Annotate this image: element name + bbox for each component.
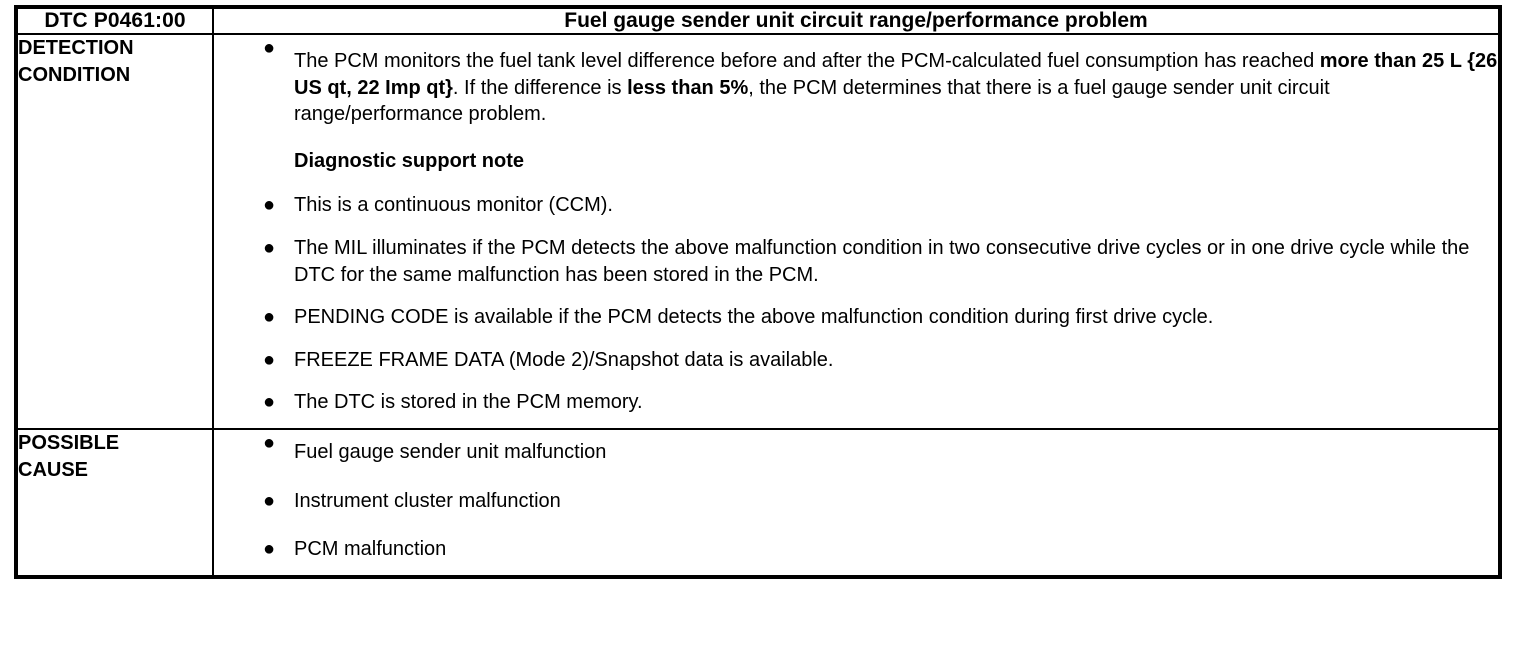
cell-spacer — [214, 563, 1498, 575]
bullet-icon: ● — [263, 538, 276, 561]
bullet-icon: ● — [263, 348, 276, 371]
bullet-item: ● PCM malfunction — [214, 536, 1498, 563]
bullet-text: This is a continuous monitor (CCM). — [294, 192, 1498, 219]
possible-cause-content: ● Fuel gauge sender unit malfunction ● Inst… — [212, 427, 1501, 578]
bullet-text: Fuel gauge sender unit malfunction — [294, 439, 1498, 466]
bullet-icon: ● — [263, 236, 276, 259]
plain-text: Fuel gauge sender unit malfunction — [294, 440, 607, 463]
detection-condition-block-list: ● The PCM monitors the fuel tank level di… — [214, 35, 1498, 416]
bullet-text: PCM malfunction — [294, 536, 1498, 563]
bullet-item: ● The MIL illuminates if the PCM detects … — [214, 235, 1498, 288]
dtc-code-cell: DTC P0461:00 — [15, 6, 214, 35]
plain-text: PCM malfunction — [294, 538, 447, 561]
emphasis-text: more than 25 L {26 US qt, 22 Imp qt} — [294, 50, 1498, 99]
bullet-text: The DTC is stored in the PCM memory. — [294, 389, 1498, 416]
row-label-possible-cause: POSSIBLE CAUSE — [15, 427, 214, 578]
dtc-diagnostic-table: DTC P0461:00 Fuel gauge sender unit circ… — [14, 5, 1502, 579]
cell-spacer — [214, 416, 1498, 428]
table-row: DETECTION CONDITION ● The PCM monitors th… — [15, 33, 1501, 430]
bullet-item: ● This is a continuous monitor (CCM). — [214, 192, 1498, 219]
detection-condition-content: ● The PCM monitors the fuel tank level di… — [212, 33, 1501, 430]
plain-text: , the PCM determines that there is a fue… — [294, 76, 1330, 126]
plain-text: Instrument cluster malfunction — [294, 489, 561, 512]
bullet-text: FREEZE FRAME DATA (Mode 2)/Snapshot data… — [294, 347, 1498, 374]
bullet-icon: ● — [263, 431, 276, 454]
bullet-item: ● PENDING CODE is available if the PCM de… — [214, 304, 1498, 331]
bullet-icon: ● — [263, 306, 276, 329]
bullet-item: ● FREEZE FRAME DATA (Mode 2)/Snapshot dat… — [214, 347, 1498, 374]
bullet-icon: ● — [263, 194, 276, 217]
plain-text: FREEZE FRAME DATA (Mode 2)/Snapshot data… — [294, 348, 834, 371]
bullet-item: ● The DTC is stored in the PCM memory. — [214, 389, 1498, 416]
emphasis-text: less than 5% — [627, 76, 749, 99]
diagnostic-support-note-heading: Diagnostic support note — [294, 149, 524, 172]
table-row: POSSIBLE CAUSE ● Fuel gauge sender unit m… — [15, 427, 1501, 578]
dtc-title-cell: Fuel gauge sender unit circuit range/per… — [212, 6, 1501, 35]
plain-text: This is a continuous monitor (CCM). — [294, 194, 613, 217]
plain-text: The MIL illuminates if the PCM detects t… — [294, 236, 1470, 286]
bullet-item: ● Instrument cluster malfunction — [214, 488, 1498, 515]
bullet-item: ● Fuel gauge sender unit malfunction — [214, 430, 1498, 466]
row-label-detection-condition: DETECTION CONDITION — [15, 33, 214, 430]
bullet-icon: ● — [263, 489, 276, 512]
bullet-text: The MIL illuminates if the PCM detects t… — [294, 235, 1498, 288]
bullet-text: Instrument cluster malfunction — [294, 488, 1498, 515]
bullet-text: The PCM monitors the fuel tank level dif… — [294, 48, 1498, 128]
plain-text: . If the difference is — [452, 76, 628, 99]
possible-cause-block-list: ● Fuel gauge sender unit malfunction ● Inst… — [214, 430, 1498, 563]
bullet-icon: ● — [263, 391, 276, 414]
plain-text: The PCM monitors the fuel tank level dif… — [294, 50, 1320, 72]
table-header-row: DTC P0461:00 Fuel gauge sender unit circ… — [15, 6, 1501, 35]
bullet-item: ● The PCM monitors the fuel tank level di… — [214, 35, 1498, 128]
bullet-text: PENDING CODE is available if the PCM det… — [294, 304, 1498, 331]
plain-text: The DTC is stored in the PCM memory. — [294, 391, 643, 414]
bullet-icon: ● — [263, 37, 276, 59]
plain-text: PENDING CODE is available if the PCM det… — [294, 306, 1214, 329]
